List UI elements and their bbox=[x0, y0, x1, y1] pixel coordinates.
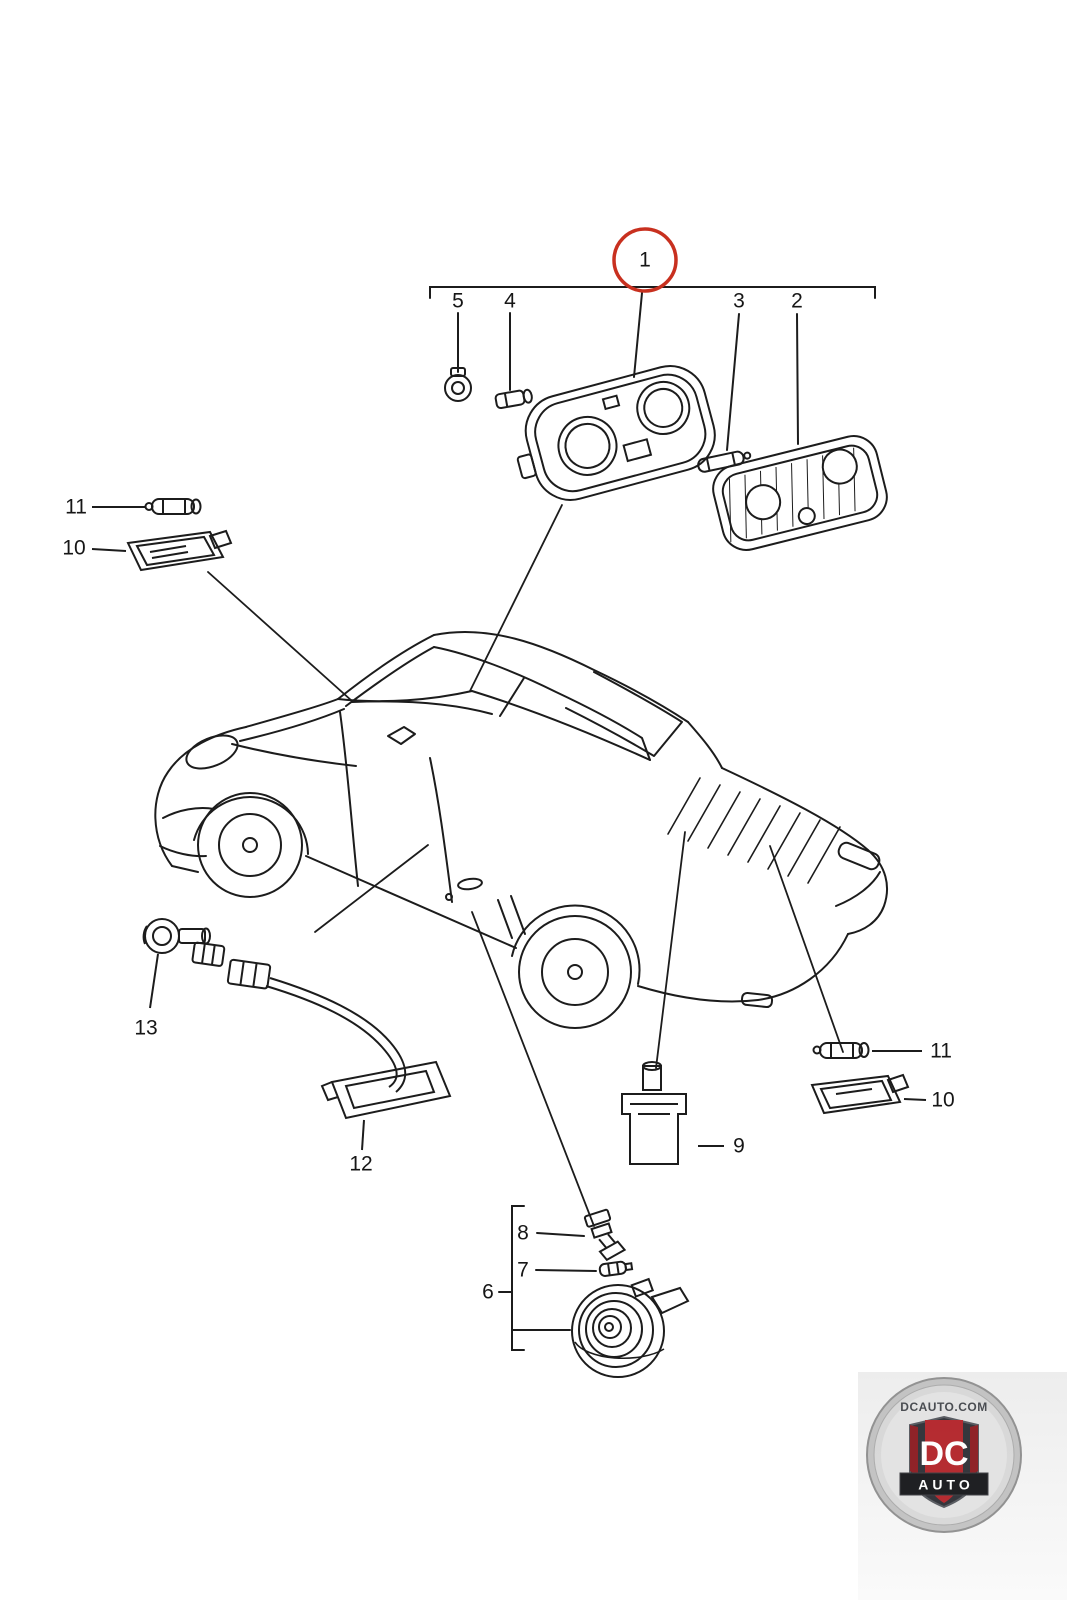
badge-monogram-text: DC bbox=[919, 1435, 968, 1473]
callout-2: 2 bbox=[791, 289, 803, 313]
top-bracket bbox=[429, 286, 876, 451]
part-9-switch bbox=[621, 1061, 724, 1165]
part-8-socket bbox=[583, 1208, 627, 1262]
callout-11-lower: 11 bbox=[930, 1039, 952, 1063]
callout-1: 1 bbox=[639, 248, 651, 272]
part-10-lower-housing bbox=[810, 1073, 927, 1115]
badge-name-text: AUTO bbox=[918, 1477, 973, 1493]
callout-11-upper: 11 bbox=[65, 495, 87, 519]
part-11-upper-bulb bbox=[92, 498, 202, 515]
highlight-circle-item-1 bbox=[612, 227, 678, 293]
part-4-bulb bbox=[494, 388, 533, 410]
group-6-bracket bbox=[498, 1205, 597, 1351]
callout-4: 4 bbox=[504, 289, 516, 313]
callout-3: 3 bbox=[733, 289, 745, 313]
badge-site-text: DCAUTO.COM bbox=[900, 1400, 987, 1414]
callout-9: 9 bbox=[733, 1134, 745, 1158]
part-10-upper-housing bbox=[91, 529, 233, 572]
part-13-socket bbox=[142, 918, 211, 1009]
callout-10-lower: 10 bbox=[931, 1088, 955, 1112]
part-7-bulb bbox=[598, 1260, 634, 1277]
callout-13: 13 bbox=[134, 1016, 158, 1040]
leader-lines bbox=[207, 504, 844, 1227]
part-5-socket bbox=[444, 367, 472, 402]
part-1-housing bbox=[516, 365, 716, 501]
part-11-lower-bulb bbox=[812, 1042, 922, 1059]
part-2-lens-cover bbox=[712, 435, 888, 551]
part-6-round-lamp bbox=[571, 1277, 690, 1378]
callout-10-upper: 10 bbox=[62, 536, 86, 560]
dc-auto-badge: DCAUTO.COM DC AUTO bbox=[866, 1377, 1022, 1533]
callout-8: 8 bbox=[517, 1221, 529, 1245]
car-illustration bbox=[154, 630, 888, 1029]
callout-7: 7 bbox=[517, 1258, 529, 1282]
callout-5: 5 bbox=[452, 289, 464, 313]
part-12-courtesy-light bbox=[191, 941, 452, 1151]
part-3-festoon-bulb bbox=[697, 450, 752, 473]
callout-6: 6 bbox=[482, 1280, 494, 1304]
callout-12: 12 bbox=[349, 1152, 373, 1176]
